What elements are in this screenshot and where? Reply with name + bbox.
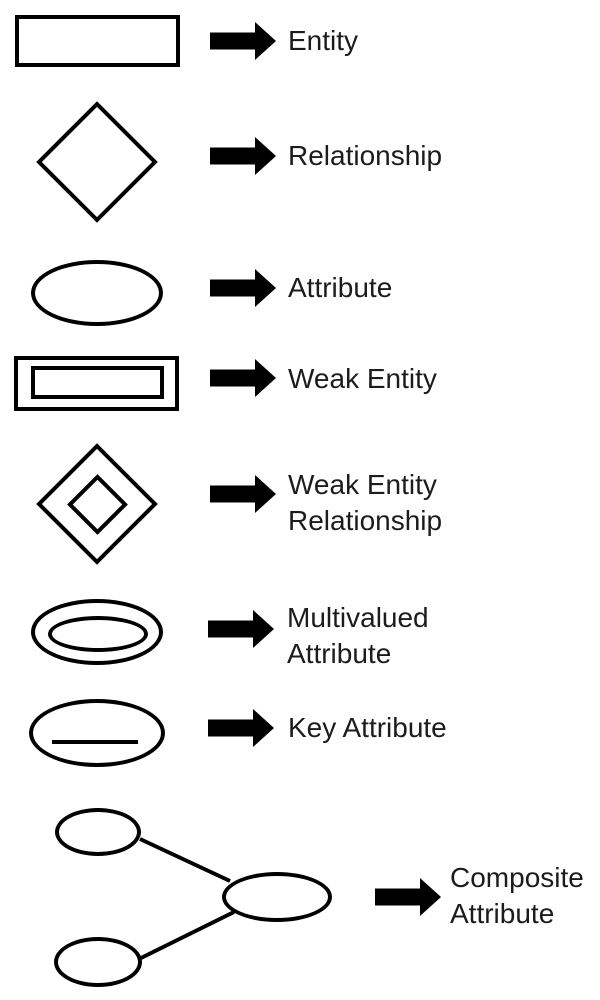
key-underline — [52, 740, 138, 744]
arrow-right-icon — [210, 475, 276, 513]
attribute-label: Attribute — [288, 272, 393, 303]
weak-entity-relationship-label: Weak Entity Relationship — [288, 469, 443, 536]
attribute-ellipse-symbol — [31, 260, 163, 326]
arrow-right-icon — [210, 137, 276, 175]
weak-entity-inner-rectangle-symbol — [31, 366, 164, 399]
multivalued-outer-ellipse-symbol — [31, 599, 163, 665]
arrow-right-icon — [210, 269, 276, 307]
arrow-right-icon — [210, 359, 276, 397]
key-attribute-ellipse-symbol — [29, 699, 165, 767]
entity-rectangle-symbol — [15, 15, 180, 67]
relationship-label: Relationship — [288, 140, 443, 171]
arrow-right-icon — [210, 22, 276, 60]
weak-entity-label: Weak Entity — [288, 363, 437, 394]
composite-sub-ellipse-top — [55, 808, 141, 856]
arrow-right-icon — [208, 709, 274, 747]
composite-sub-ellipse-bottom — [54, 937, 142, 987]
composite-main-ellipse — [222, 872, 332, 922]
relationship-diamond-symbol — [36, 101, 158, 223]
arrow-right-icon — [208, 610, 274, 648]
multivalued-inner-ellipse-symbol — [48, 616, 148, 652]
entity-label: Entity — [288, 25, 359, 56]
composite-attribute-label: Composite Attribute — [450, 862, 584, 929]
weak-entity-outer-rectangle-symbol — [14, 356, 179, 411]
arrow-right-icon — [375, 878, 441, 916]
key-attribute-label: Key Attribute — [288, 712, 447, 743]
multivalued-attribute-label: Multivalued Attribute — [287, 602, 429, 669]
